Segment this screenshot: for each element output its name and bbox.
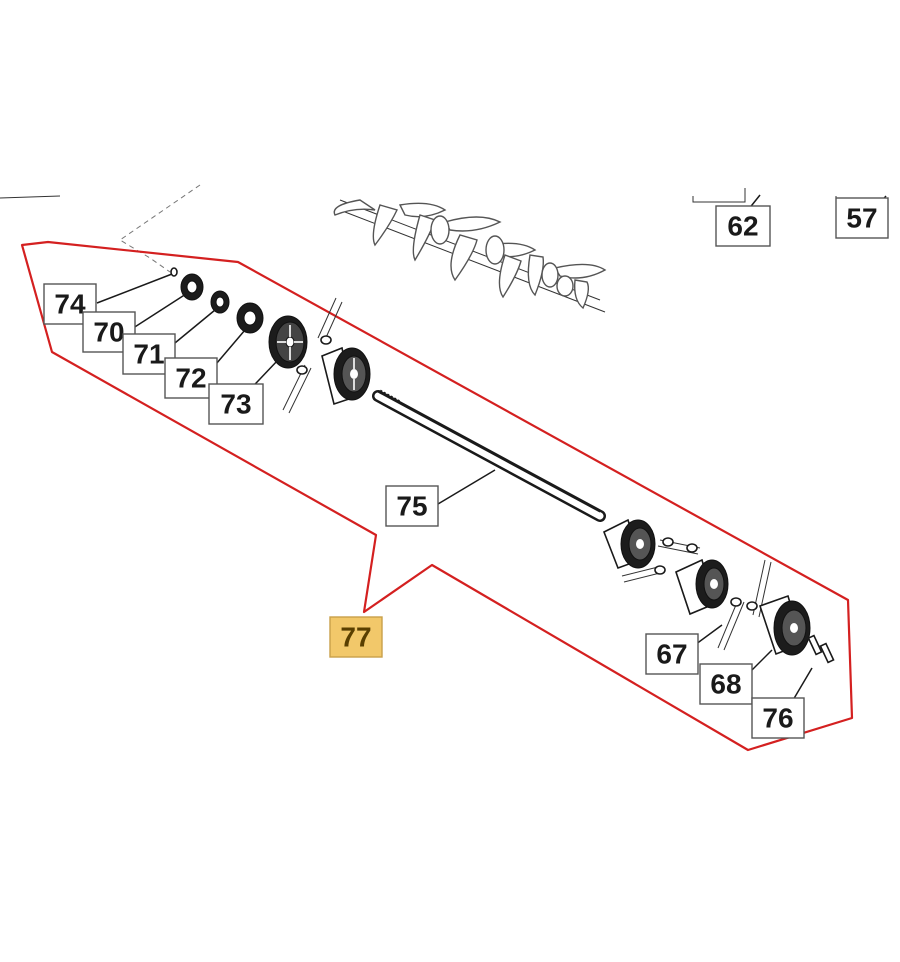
callout-67-label: 67: [656, 639, 687, 670]
dashed-leader: [119, 184, 201, 273]
part-73-hub: [268, 315, 308, 369]
callout-77: 77: [329, 616, 383, 658]
right-springs: [621, 537, 701, 583]
part-76-pins: [807, 634, 835, 664]
callout-76-label: 76: [762, 703, 793, 734]
callout-72: 72: [164, 357, 218, 399]
callout-57: 57: [835, 197, 889, 239]
callout-74-label: 74: [54, 289, 86, 320]
part-74-pin: [170, 267, 178, 277]
tine-rotor-ghost: [333, 199, 607, 313]
callout-73-label: 73: [220, 389, 251, 420]
context-line: [0, 195, 61, 199]
callout-67: 67: [645, 633, 699, 675]
part-72-bushing: [236, 302, 264, 334]
part-67-spring: [717, 559, 772, 651]
left-springs: [282, 297, 343, 414]
left-coupling: [321, 346, 371, 406]
callout-70-label: 70: [93, 317, 124, 348]
part-71-washer: [210, 290, 230, 314]
callout-62-label: 62: [727, 211, 758, 242]
callout-75: 75: [385, 485, 439, 527]
callout-71: 71: [122, 333, 176, 375]
callout-68: 68: [699, 663, 753, 705]
callout-72-label: 72: [175, 363, 206, 394]
assembly-outline: [20, 240, 854, 752]
part-70-bearing: [180, 273, 204, 301]
callout-75-label: 75: [396, 491, 427, 522]
callout-77-label: 77: [340, 622, 371, 653]
callout-62: 62: [715, 205, 771, 247]
callout-76: 76: [751, 697, 805, 739]
right-coupling-2: [675, 558, 729, 616]
callout-57-label: 57: [846, 203, 877, 234]
right-coupling-1: [602, 518, 656, 570]
callout-68-label: 68: [710, 669, 741, 700]
leader-lines: [96, 194, 887, 713]
callout-71-label: 71: [133, 339, 164, 370]
callout-74: 74: [43, 283, 97, 325]
callout-73: 73: [208, 383, 264, 425]
context-brackets: [692, 188, 837, 203]
part-68-hub: [758, 594, 811, 656]
part-75-shaft: [372, 389, 606, 522]
